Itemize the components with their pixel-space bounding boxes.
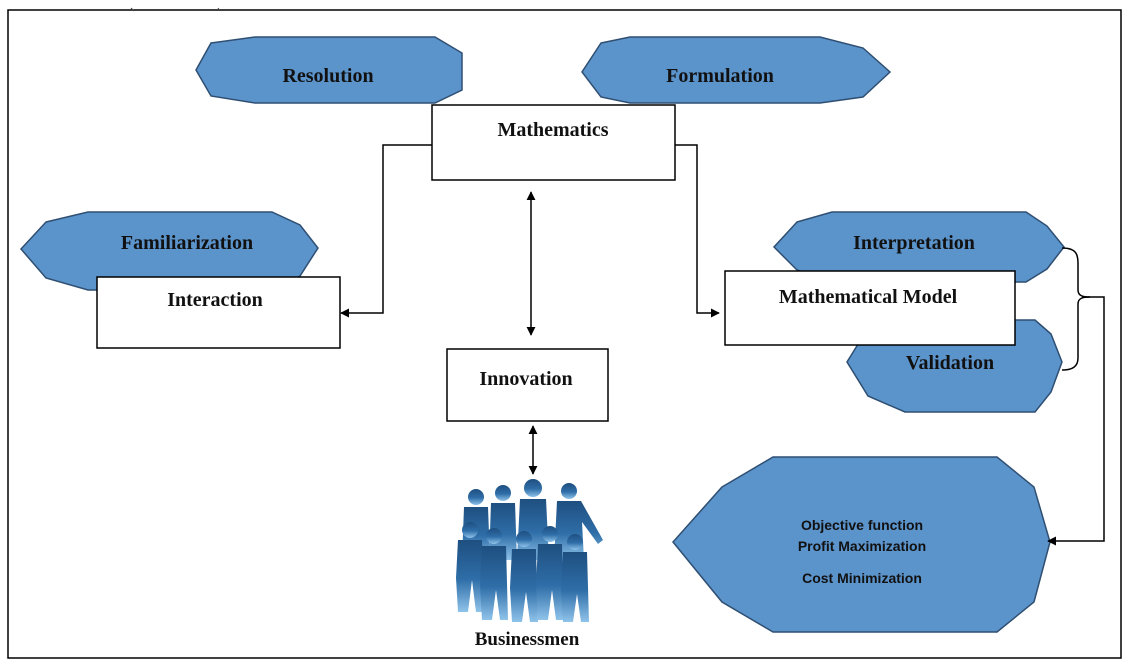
connector-bracket-objective	[1047, 296, 1105, 546]
profit-maximization-label: Profit Maximization	[798, 538, 926, 554]
objective-function-label: Objective function	[801, 517, 923, 533]
businessmen-silhouette-icon	[456, 479, 603, 622]
outer-frame	[7, 9, 1122, 659]
interpretation-label: Interpretation	[853, 232, 975, 254]
resolution-label: Resolution	[282, 65, 373, 87]
formulation-octagon	[581, 36, 892, 104]
resolution-octagon	[195, 36, 463, 104]
interaction-label: Interaction	[167, 289, 263, 311]
validation-label: Validation	[906, 352, 994, 374]
mathematical-model-label: Mathematical Model	[779, 286, 958, 308]
cost-minimization-label: Cost Minimization	[802, 570, 922, 586]
person-figure	[456, 522, 484, 612]
person-figure	[489, 485, 517, 560]
connector-mathematics-model	[675, 144, 720, 318]
connector-mathematics-interaction	[340, 144, 432, 318]
objective-octagon	[672, 456, 1051, 633]
mathematical-model-box	[724, 270, 1016, 346]
mathematics-label: Mathematics	[497, 119, 608, 141]
innovation-label: Innovation	[479, 368, 572, 390]
familiarization-label: Familiarization	[121, 232, 253, 254]
person-figure	[561, 534, 589, 622]
person-figure	[554, 483, 603, 560]
person-figure	[536, 526, 564, 620]
person-figure	[480, 528, 508, 620]
connectors	[340, 144, 1105, 546]
interpretation-octagon	[772, 211, 1065, 283]
interaction-box	[96, 276, 341, 349]
innovation-box	[446, 348, 609, 422]
person-figure	[510, 531, 538, 622]
familiarization-octagon	[19, 211, 319, 291]
formulation-label: Formulation	[666, 65, 774, 87]
bracket-interpretation-validation	[1061, 247, 1091, 371]
mathematics-box	[431, 104, 676, 181]
scan-mark	[130, 7, 221, 12]
businessmen-label: Businessmen	[475, 629, 580, 650]
